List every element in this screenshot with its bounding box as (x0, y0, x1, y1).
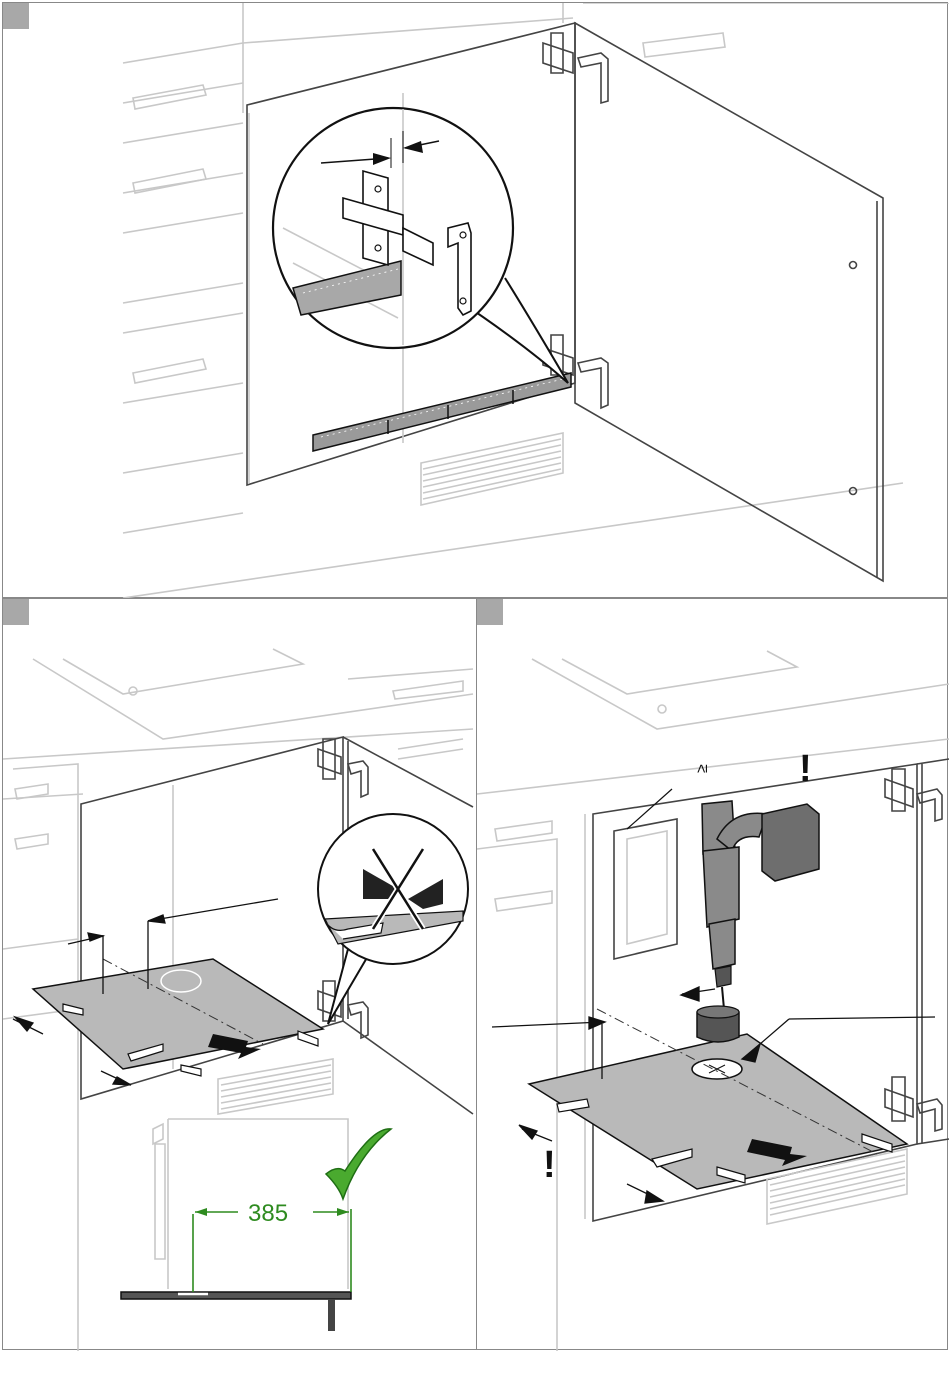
warning-icon-top: ! (799, 748, 812, 790)
step-3-panel: ≥ ! (476, 598, 948, 1350)
worktop-sink (3, 649, 473, 799)
warning-icon-bottom: ! (543, 1144, 556, 1186)
plinth-vent (421, 433, 563, 505)
power-drill-icon (697, 801, 819, 1042)
checkmark-icon (326, 1129, 391, 1199)
min-symbol: ≥ (694, 764, 711, 773)
detail-magnifier (273, 108, 568, 383)
step-1-panel (2, 2, 948, 598)
step-2-panel: 385 (2, 598, 478, 1350)
step-2-illustration: 385 (3, 599, 479, 1351)
step-3-illustration: ≥ ! (477, 599, 949, 1351)
dimension-385-label: 385 (248, 1200, 288, 1227)
detail-magnifier-wrong (318, 814, 468, 1024)
worktop-sink (477, 651, 949, 1351)
hinge-upper (885, 769, 942, 821)
mounting-template (33, 959, 323, 1076)
plinth-vent (218, 1059, 333, 1114)
step-1-illustration (3, 3, 949, 599)
side-view-detail: 385 (121, 1119, 391, 1331)
door-hole-upper (850, 262, 857, 269)
open-door (575, 23, 883, 581)
hinge-lower (885, 1077, 942, 1131)
